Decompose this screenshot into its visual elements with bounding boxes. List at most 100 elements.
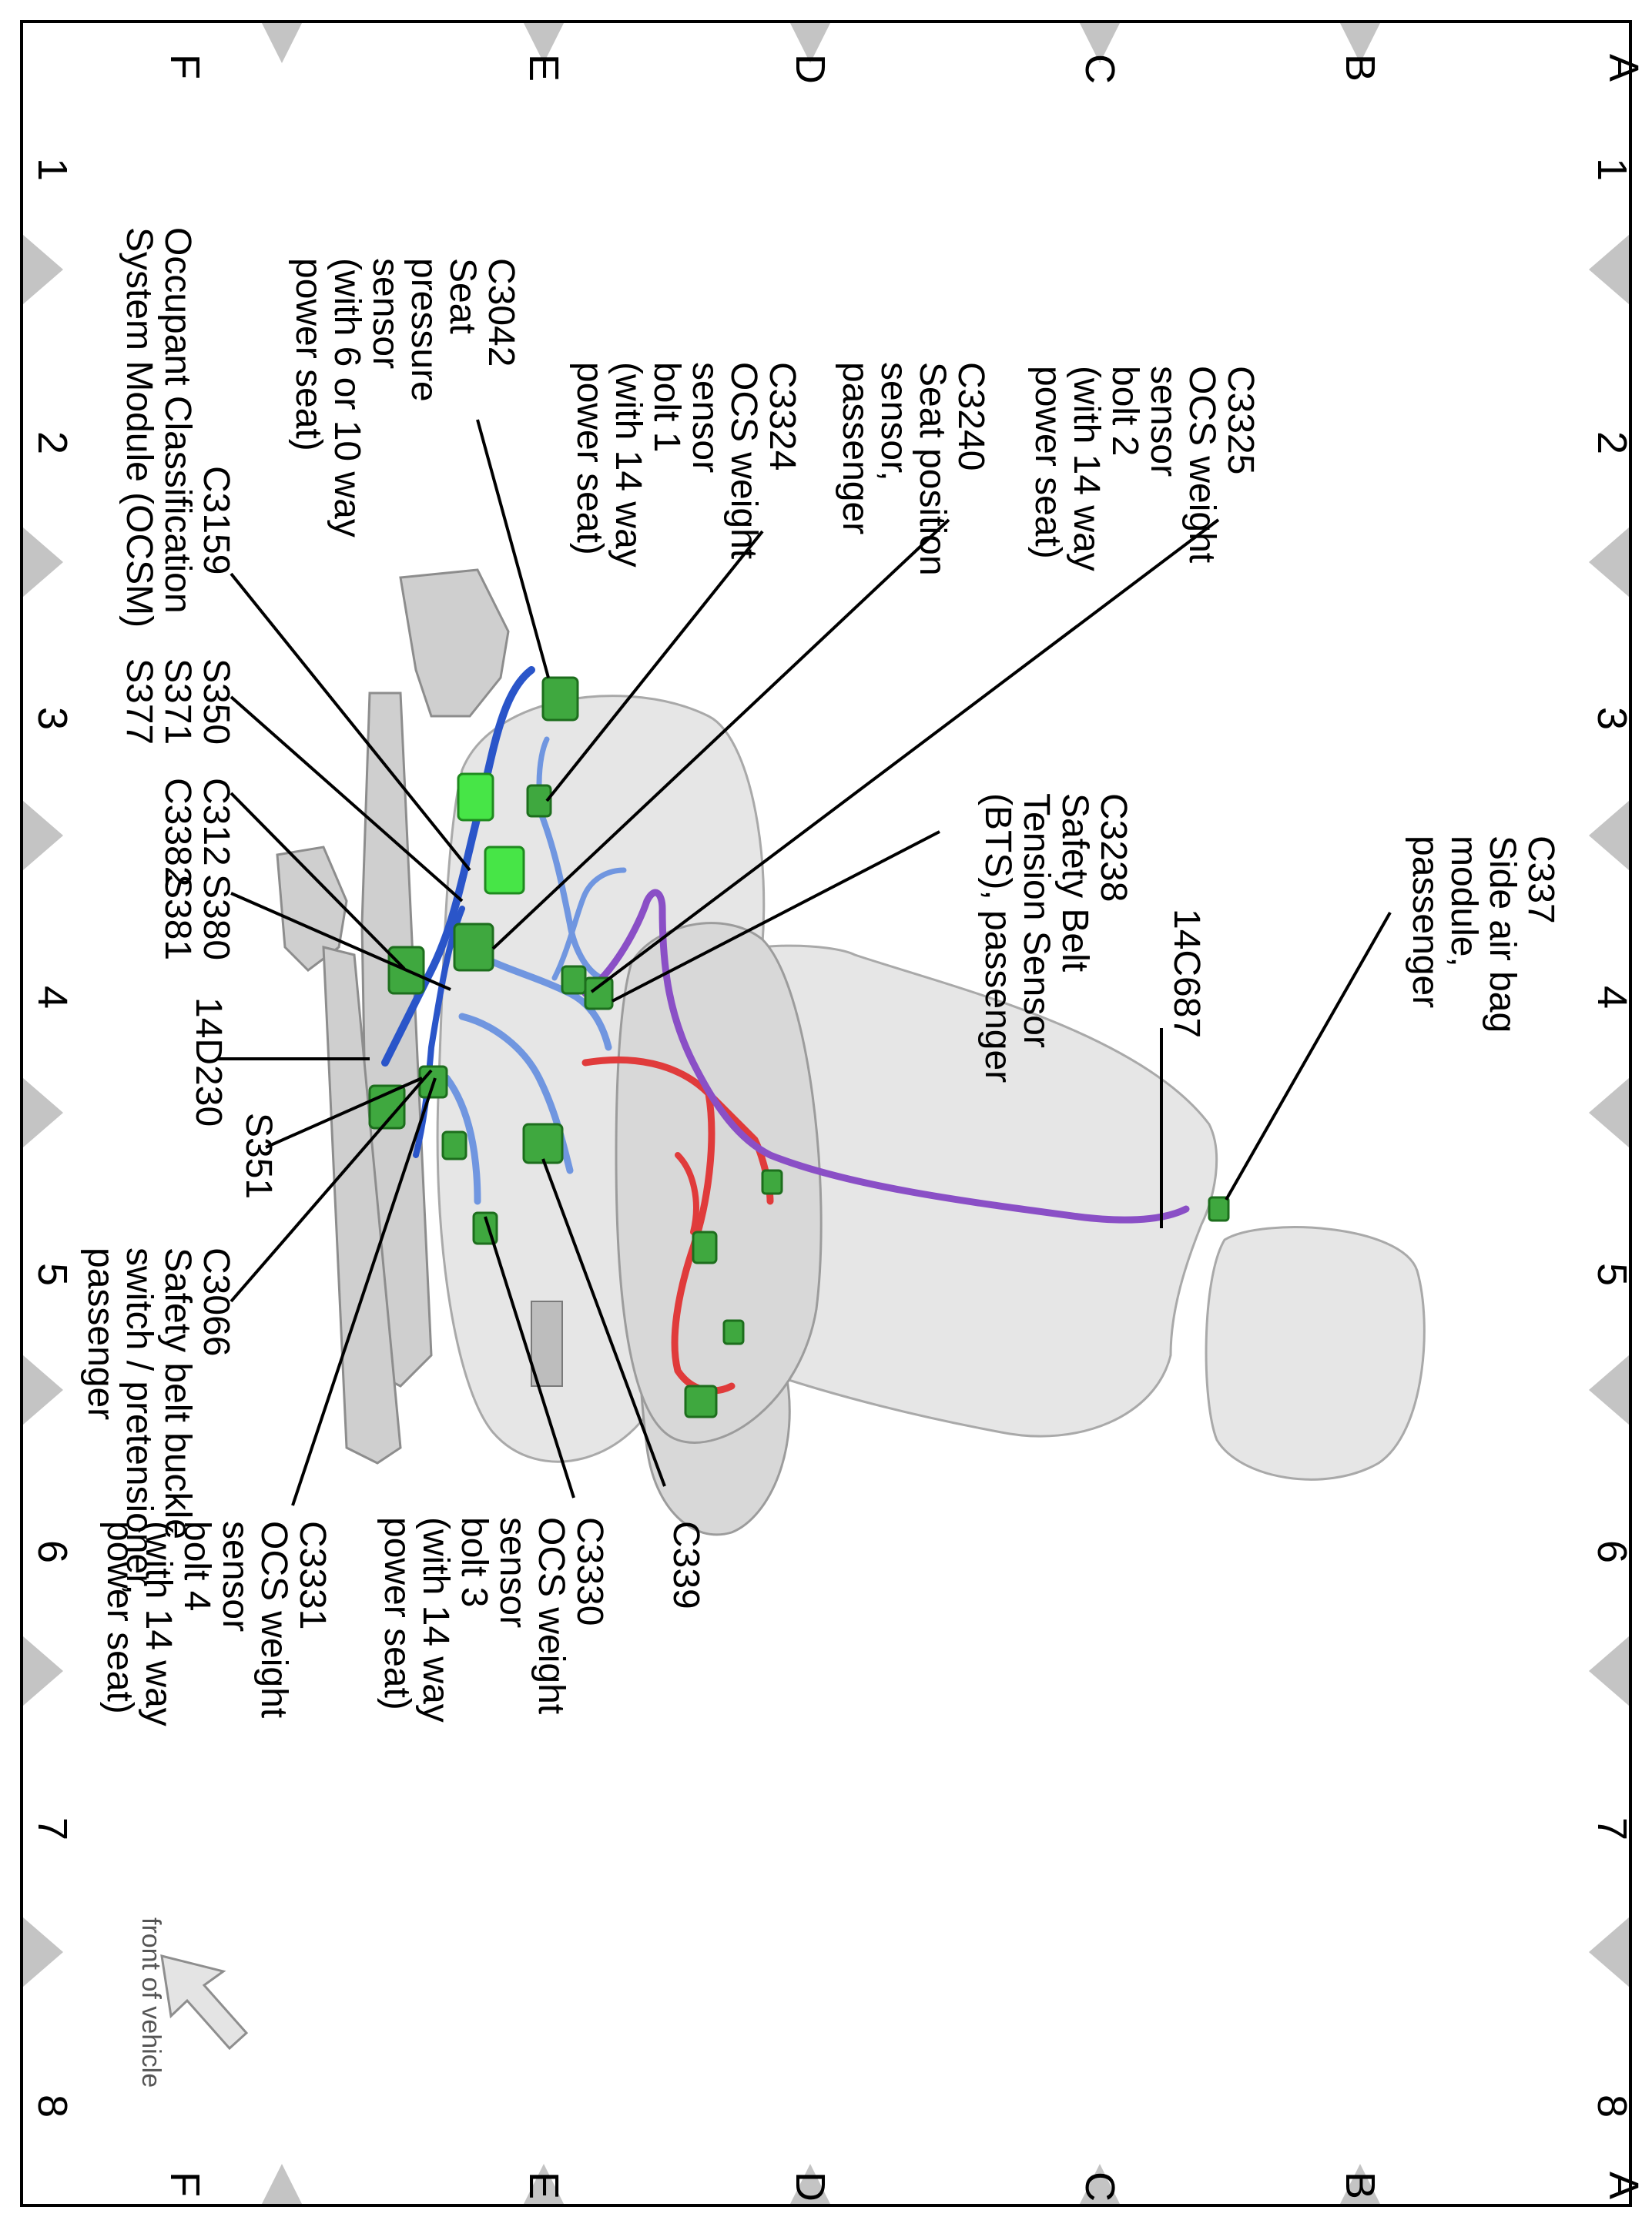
callout-splices-2-line: C3382 — [157, 778, 198, 886]
harness-purple — [581, 889, 1190, 1224]
callout-c3238-line: Safety Belt — [1054, 793, 1095, 972]
callout-c3240-line: passenger — [835, 362, 876, 534]
grid-row-bottom: C — [1077, 2172, 1123, 2202]
callout-c3066-line: Safety belt buckle — [157, 1247, 198, 1539]
grid-col-left: 1 — [29, 158, 75, 181]
callout-splices-3-line: S380 — [196, 874, 236, 960]
callout-c337-line: Side air bag — [1482, 836, 1523, 1033]
callout-c3042-line: C3042 — [481, 258, 521, 367]
seat-spring — [531, 1301, 563, 1387]
front-arrow-icon — [160, 1954, 249, 2051]
grid-row-bottom: F — [162, 2172, 208, 2197]
callout-c3042: C3042 Seat pressure sensor (with 6 or 10… — [288, 258, 521, 537]
grid-row-top: C — [1077, 54, 1123, 84]
harness-lightblue-3 — [443, 1074, 481, 1205]
callout-c3324-line: C3324 — [762, 362, 803, 471]
callout-c3240-line: sensor, — [873, 362, 914, 481]
grid-col-right: 8 — [1589, 2095, 1635, 2118]
callout-s351-line: S351 — [238, 1113, 279, 1199]
headrest — [1205, 1226, 1426, 1481]
callout-c3331-line: C3331 — [292, 1521, 333, 1629]
grid-col-left: 3 — [29, 707, 75, 730]
callout-c3324-line: power seat) — [569, 362, 610, 555]
callout-c3330-line: power seat) — [377, 1517, 417, 1710]
callout-c3066-line: switch / pretensioner, — [119, 1247, 159, 1595]
callout-c3238-line: C3238 — [1093, 793, 1134, 902]
callout-c3042-line: (with 6 or 10 way — [327, 258, 367, 537]
grid-row-top: B — [1337, 54, 1383, 82]
connector-c3238 — [584, 976, 614, 1010]
connector-c337 — [1208, 1196, 1230, 1222]
callout-splices-1-line: S350 — [196, 658, 236, 745]
callout-c3324-line: OCS weight — [723, 362, 764, 559]
callout-c337-line: C337 — [1520, 836, 1561, 924]
callout-c337-line: module, — [1443, 836, 1484, 967]
callout-s351: S351 — [238, 1113, 279, 1199]
harness-lightblue-5 — [551, 867, 627, 981]
grid-col-left: 7 — [29, 1817, 75, 1840]
callout-c3042-line: pressure — [404, 258, 444, 402]
callout-c3325-line: bolt 2 — [1104, 366, 1145, 456]
connector-c3240 — [453, 923, 494, 972]
callout-c3330-line: OCS weight — [531, 1517, 571, 1714]
callout-c3324-line: (with 14 way — [608, 362, 648, 568]
harness-blue-main — [381, 666, 535, 1067]
connector-c3324 — [526, 784, 552, 818]
connector-c3159 — [457, 772, 494, 822]
callout-c3330-line: (with 14 way — [415, 1517, 456, 1723]
connector-red-2 — [692, 1231, 718, 1264]
callout-c3331-line: sensor — [215, 1521, 256, 1632]
callout-c3042-line: Seat — [442, 258, 483, 334]
callout-c339-line: C339 — [665, 1521, 706, 1609]
grid-col-left: 8 — [29, 2095, 75, 2118]
diagram-border — [20, 20, 1632, 2207]
connector-c3331 — [441, 1130, 467, 1160]
harness-lightblue-4 — [536, 805, 604, 981]
grid-row-bottom: B — [1337, 2172, 1383, 2199]
grid-row-bottom: E — [521, 2172, 567, 2199]
grid-row-bottom: A — [1600, 2172, 1647, 2199]
callout-c3159-line: Occupant Classification — [157, 227, 198, 614]
callout-c3325-line: power seat) — [1027, 366, 1068, 559]
callout-c3325: C3325 OCS weight sensor bolt 2 (with 14 … — [1027, 366, 1261, 571]
callout-14c687: 14C687 — [1166, 909, 1207, 1038]
callout-c3324-line: bolt 1 — [646, 362, 687, 452]
callout-c3066-line: C3066 — [196, 1247, 236, 1356]
grid-col-left: 4 — [29, 986, 75, 1009]
callout-splices-1-line: S377 — [119, 658, 159, 745]
callout-c3330: C3330 OCS weight sensor bolt 3 (with 14 … — [377, 1517, 610, 1723]
callout-c3331-line: bolt 4 — [176, 1521, 217, 1611]
connector-red-1 — [761, 1169, 783, 1195]
callout-splices-2-line: C312 — [196, 778, 236, 866]
seat-frame-rail-lower — [322, 946, 402, 1465]
grid-col-right: 1 — [1589, 158, 1635, 181]
callout-c3159: C3159 Occupant Classification System Mod… — [119, 227, 236, 628]
grid-row-bottom: D — [787, 2172, 833, 2202]
callout-c3159-line: System Module (OCSM) — [119, 227, 159, 628]
callout-c3330-line: sensor — [492, 1517, 533, 1628]
callout-c337-line: passenger — [1405, 836, 1446, 1008]
callout-splices-3: S380 S381 — [157, 874, 236, 960]
callout-c3324: C3324 OCS weight sensor bolt 1 (with 14 … — [569, 362, 803, 568]
grid-col-right: 6 — [1589, 1540, 1635, 1563]
connector-c3159b — [484, 846, 525, 895]
grid-row-top: A — [1600, 54, 1647, 82]
callout-c3331-line: (with 14 way — [138, 1521, 179, 1726]
leader-lines — [218, 419, 1392, 1506]
grid-markers — [23, 23, 1629, 2204]
callout-c3066-line: passenger — [80, 1247, 121, 1420]
seat-base — [615, 922, 823, 1444]
callout-c3238-line: Tension Sensor — [1016, 793, 1057, 1048]
seat-illustration — [276, 568, 1426, 1536]
connector-c3042 — [541, 676, 579, 722]
connectors — [368, 676, 1230, 1418]
callout-labels: C337 Side air bag module, passenger 14C6… — [80, 227, 1561, 1726]
connector-c3325 — [561, 965, 587, 995]
callout-c337: C337 Side air bag module, passenger — [1405, 836, 1561, 1033]
callout-splices-1: S350 S371 S377 — [119, 658, 236, 745]
harness-red-3 — [675, 1152, 699, 1235]
grid-col-right: 7 — [1589, 1817, 1635, 1840]
callout-14c687-line: 14C687 — [1166, 909, 1207, 1038]
callout-splices-3-line: S381 — [157, 874, 198, 960]
grid-col-right: 2 — [1589, 431, 1635, 454]
